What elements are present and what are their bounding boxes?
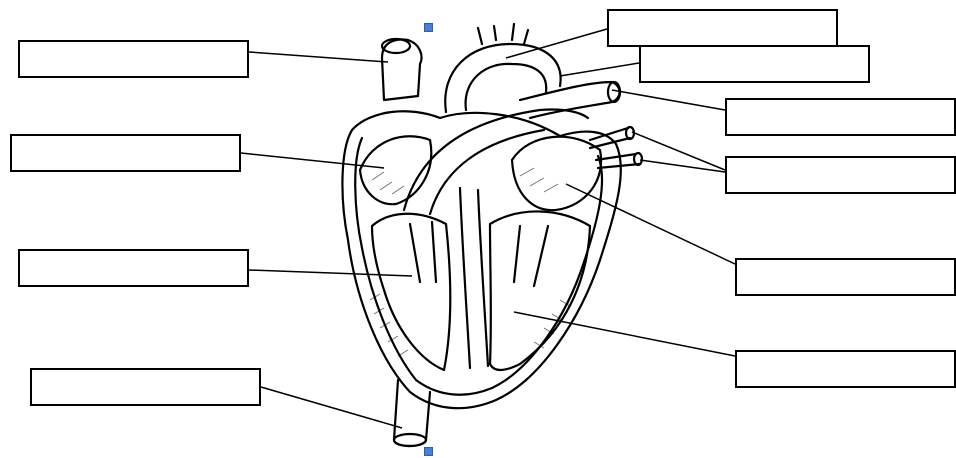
label-box-right-1[interactable] bbox=[607, 9, 838, 47]
selection-handle-bottom[interactable] bbox=[424, 447, 433, 456]
aortic-branches bbox=[478, 24, 528, 44]
leader-line bbox=[514, 312, 735, 356]
superior-vena-cava bbox=[382, 40, 422, 100]
label-box-right-2[interactable] bbox=[639, 45, 870, 83]
septum bbox=[460, 188, 470, 368]
leader-line bbox=[632, 132, 725, 170]
label-box-left-3[interactable] bbox=[18, 249, 249, 287]
leader-line bbox=[249, 52, 388, 62]
left-ventricle bbox=[490, 211, 590, 370]
right-atrium bbox=[360, 136, 431, 204]
leader-line bbox=[249, 270, 412, 276]
pulmonary-artery bbox=[520, 82, 620, 118]
leader-line bbox=[241, 153, 384, 168]
leader-line bbox=[261, 387, 402, 428]
label-box-left-4[interactable] bbox=[30, 368, 261, 406]
leader-line bbox=[640, 160, 725, 172]
label-box-right-6[interactable] bbox=[735, 350, 956, 388]
label-box-right-3[interactable] bbox=[725, 98, 956, 136]
ascending-aorta bbox=[404, 109, 588, 210]
leader-line bbox=[560, 63, 639, 76]
label-box-right-4[interactable] bbox=[725, 156, 956, 194]
leader-line bbox=[566, 184, 735, 264]
label-box-left-2[interactable] bbox=[10, 134, 241, 172]
right-ventricle bbox=[372, 214, 450, 370]
leader-line bbox=[612, 90, 725, 110]
label-box-left-1[interactable] bbox=[18, 40, 249, 78]
label-box-right-5[interactable] bbox=[735, 258, 956, 296]
selection-handle-top[interactable] bbox=[424, 23, 433, 32]
